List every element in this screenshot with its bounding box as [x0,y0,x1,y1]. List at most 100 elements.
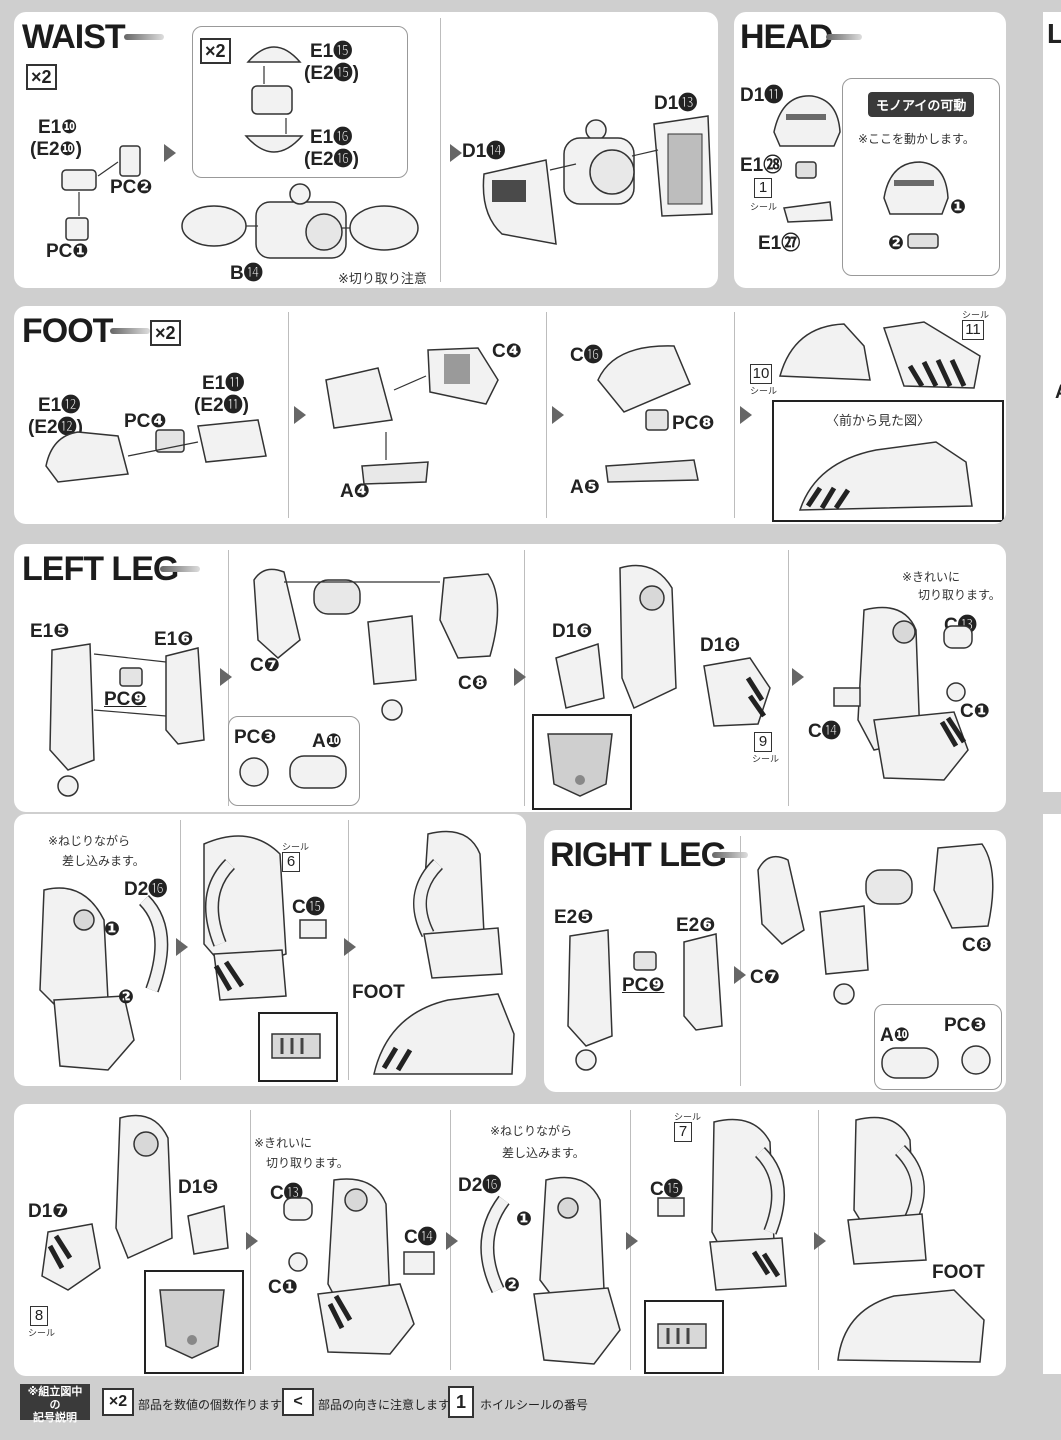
label-c7: C❼ [250,655,280,676]
label-e2-6: E2❻ [676,915,716,936]
label-a4: A❹ [340,481,370,502]
label-c14: C⓮ [404,1227,437,1248]
divider [734,312,735,518]
left-leg-twist-note-2: 差し込みます。 [62,854,145,868]
next-page-letter: L [1047,18,1061,49]
head-title-swoosh [826,34,862,40]
left-leg-sticker-detail-part [271,1033,321,1059]
label-a5: A❺ [570,477,600,498]
label-c15: C⓯ [650,1179,683,1200]
label-d1-11: D1⓫ [740,85,784,106]
step-arrow [446,1232,458,1250]
label-e2-16: (E2⓰) [304,149,359,170]
next-page-edge: L A [1043,12,1061,792]
left-leg-detail-part [547,733,613,797]
sticker-caption: シール [752,754,780,764]
left-leg-panel: LEFT LEG E1❺ E1❻ PC❾ C❼ C❽ PC❸ A❿ D1❻ D1… [14,544,1006,812]
head-panel: HEAD D1⓫ E1㉘ 1 シール E1㉗ モノアイの可動 ※ここを動かします… [734,12,1006,288]
step-2: ❷ [504,1275,521,1296]
waist-armor-assembly-part [482,115,713,245]
label-c1: C❶ [960,701,990,722]
label-e1-27: E1㉗ [758,233,801,254]
step-arrow [450,144,462,162]
label-d1-7: D1❼ [28,1201,69,1222]
right-leg-foot-attach-part [837,1116,985,1363]
foot-front-view-label: 〈前から見た図〉 [826,413,931,428]
label-e1-10: E1❿ [38,117,78,138]
left-leg-foot-attach-part [373,830,515,1075]
foot-step2-part [325,347,499,485]
step-2: ❷ [888,233,905,254]
legend-direction-icon: < [282,1388,314,1416]
label-e1-15: E1⓯ [310,41,353,62]
sticker-caption: シール [750,386,778,396]
label-e2-15: (E2⓯) [304,63,359,84]
label-e2-11: (E2⓫) [194,395,249,416]
foot-title: FOOT [22,312,113,350]
right-leg-panel-2: D1❼ D1❺ 8 シール ※きれいに 切り取ります。 C⓭ C❶ C⓮ ※ねじ… [14,1104,1006,1376]
waist-bubble-multiplier: ×2 [200,38,231,64]
label-c4: C❹ [492,341,522,362]
divider [788,550,789,806]
legend-direction-text: 部品の向きに注意します [318,1398,451,1412]
label-c14: C⓮ [808,721,841,742]
right-leg-twist-note: ※ねじりながら [490,1124,573,1138]
label-e1-11: E1⓫ [202,373,245,394]
label-pc8: PC❽ [672,413,715,434]
step-arrow [734,966,746,984]
step-2: ❷ [118,987,135,1008]
label-pc2: PC❷ [110,177,153,198]
sticker-7: 7 [674,1122,692,1142]
step-arrow [294,406,306,424]
head-parts [773,95,841,223]
sticker-6: 6 [282,852,300,872]
step-arrow [176,938,188,956]
waist-hip-joint-part [61,145,141,241]
left-leg-panel-2: ※ねじりながら 差し込みます。 D2⓰ ❶ ❷ シール 6 C⓯ FOOT [14,814,526,1086]
label-e1-16: E1⓰ [310,127,353,148]
step-arrow [514,668,526,686]
step-arrow [626,1232,638,1250]
label-a10: A❿ [312,731,342,752]
waist-panel: WAIST ×2 E1❿ (E2❿) PC❷ PC❶ ×2 E1⓯ (E2⓯) … [14,12,718,288]
sticker-11: 11 [962,320,984,340]
right-leg-sticker-detail-part [657,1323,707,1349]
legend-sticker-text: ホイルシールの番号 [480,1398,589,1412]
foot-panel: FOOT ×2 E1⓬ (E2⓬) PC❹ E1⓫ (E2⓫) C❹ A❹ C⓰… [14,306,1006,524]
label-pc3: PC❸ [944,1015,987,1036]
step-arrow [246,1232,258,1250]
step-1: ❶ [950,197,967,218]
sticker-caption: シール [674,1112,702,1122]
waist-cut-note: ※切り取り注意 [338,271,427,286]
label-d1-13: D1⓭ [654,93,698,114]
label-pc3: PC❸ [234,727,277,748]
right-leg-frame-part [567,929,723,1071]
label-c7: C❼ [750,967,780,988]
label-e1-6: E1❻ [154,629,194,650]
sticker-10: 10 [750,364,772,384]
right-leg-twist-note-2: 差し込みます。 [502,1146,585,1160]
right-leg-knee-part [283,1178,435,1355]
waist-title: WAIST [22,18,126,56]
foot-multiplier: ×2 [150,320,181,346]
head-title: HEAD [740,18,833,56]
label-e2-12: (E2⓬) [28,417,83,438]
label-c15: C⓯ [292,897,325,918]
left-leg-cut-note-2: 切り取ります。 [918,588,1001,602]
left-leg-knee-part [833,606,973,781]
label-a10: A❿ [880,1025,910,1046]
divider [288,312,289,518]
label-d1-6: D1❻ [552,621,593,642]
label-e1-12: E1⓬ [38,395,81,416]
right-leg-title-swoosh [712,852,748,858]
step-arrow [344,938,356,956]
legend-sticker-icon: 1 [448,1386,474,1418]
monoeye-note: ※ここを動かします。 [858,132,975,146]
step-arrow [220,668,232,686]
left-leg-pc3-part [239,755,347,789]
sticker-8: 8 [30,1306,48,1326]
label-d1-14: D1⓮ [462,141,506,162]
legend-multiplier-text: 部品を数値の個数作ります [138,1398,283,1412]
label-c1: C❶ [268,1277,298,1298]
sticker-caption: シール [962,310,990,320]
